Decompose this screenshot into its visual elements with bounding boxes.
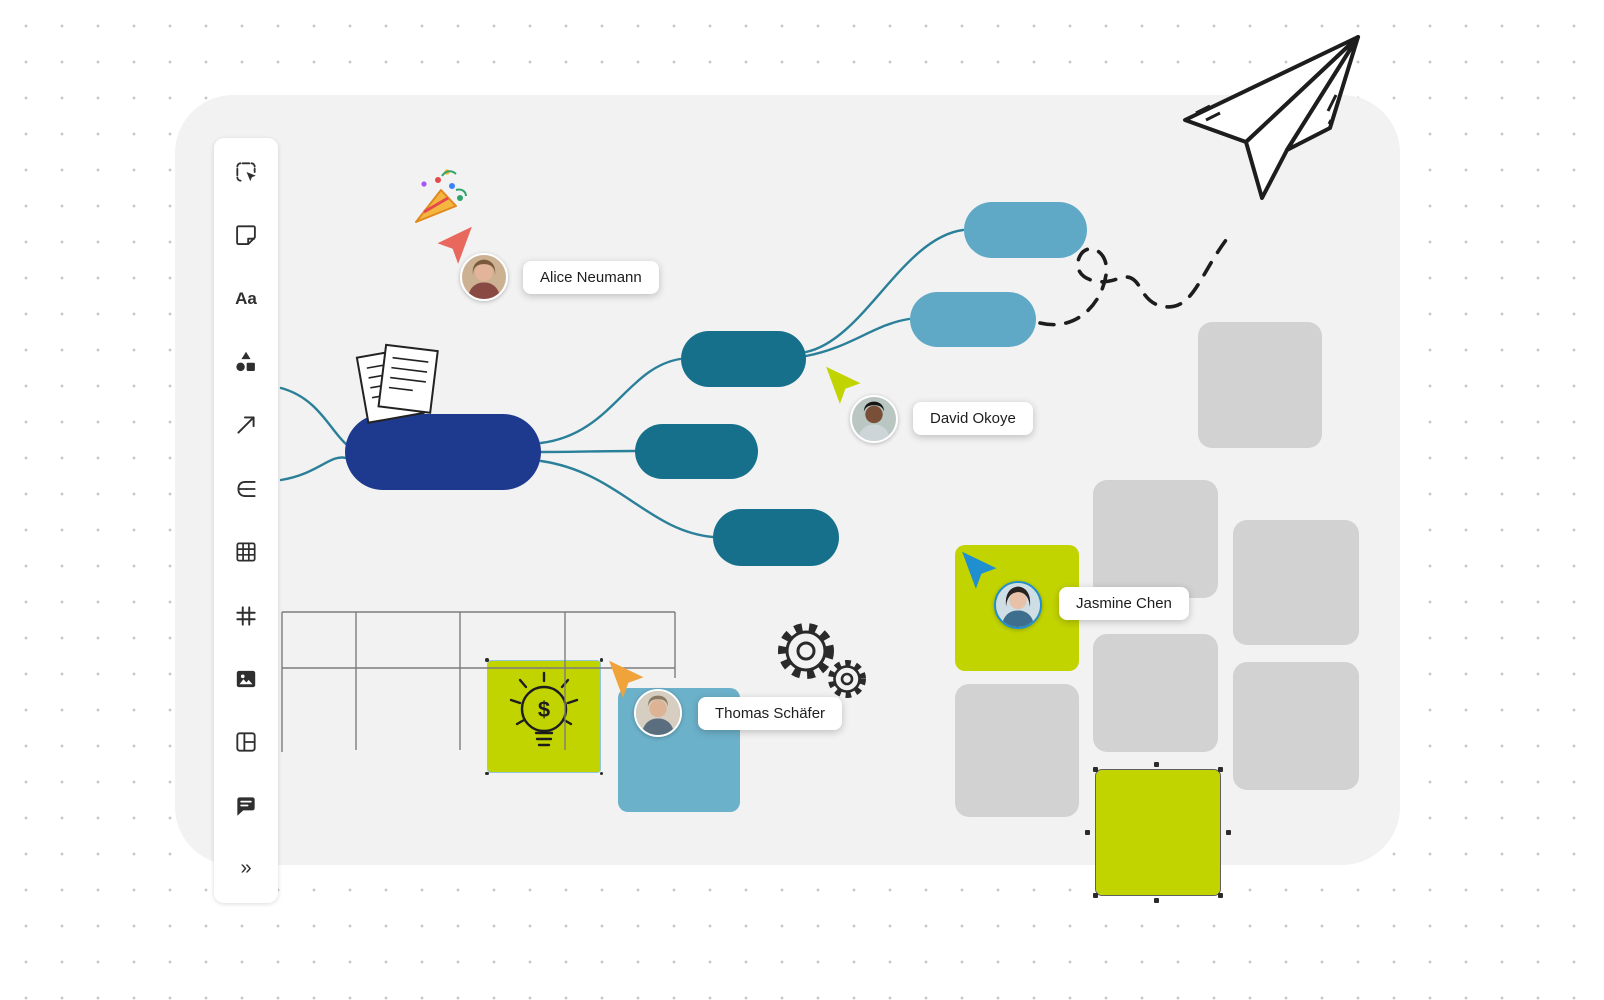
toolbar: Aa [214,138,278,903]
gray-card[interactable] [1233,662,1359,790]
selection-handle[interactable] [1218,767,1223,772]
mind-map-icon [237,480,256,497]
selection-handle[interactable] [1085,830,1090,835]
image-icon [236,670,256,687]
comment-tool[interactable] [224,786,268,826]
select-area-icon [236,162,256,182]
alice-avatar [460,253,508,301]
mindmap-branch-node[interactable] [681,331,806,387]
jasmine-cursor-icon [962,551,997,589]
selection-handle[interactable] [1093,893,1098,898]
thomas-cursor-icon [609,660,644,698]
green-sticky-note-lightbulb[interactable]: $ [485,658,603,775]
frame-icon [236,605,256,626]
connector-arrow-tool[interactable] [224,405,268,445]
layout-icon [236,732,256,752]
select-area-tool[interactable] [224,152,268,192]
gray-card[interactable] [1093,634,1218,752]
jasmine-avatar [994,581,1042,629]
alice-cursor-icon [437,226,472,264]
david-cursor-icon [826,366,861,404]
shapes-tool[interactable] [224,342,268,382]
frame-tool[interactable] [224,596,268,636]
mindmap-leaf-node[interactable] [910,292,1036,347]
text-tool-label: Aa [235,288,257,308]
shapes-icon [236,351,255,372]
selection-handle[interactable] [1218,893,1223,898]
mindmap-leaf-node[interactable] [964,202,1087,258]
david-avatar [850,395,898,443]
thomas-avatar [634,689,682,737]
selection-handle[interactable] [1154,762,1159,767]
mindmap-branch-node[interactable] [635,424,758,479]
table-icon [236,542,256,562]
text-tool[interactable]: Aa [224,279,268,319]
mindmap-branch-node[interactable] [713,509,839,566]
arrow-icon [237,416,255,434]
mindmap-root-node[interactable] [345,414,541,490]
david-name-tag: David Okoye [913,402,1033,435]
selection-handle[interactable] [1154,898,1159,903]
jasmine-name-tag: Jasmine Chen [1059,587,1189,620]
comment-icon [237,796,255,816]
gray-card[interactable] [1198,322,1322,448]
image-tool[interactable] [224,659,268,699]
gray-card[interactable] [955,684,1079,817]
thomas-name-tag: Thomas Schäfer [698,697,843,730]
collapse-toolbar-button[interactable]: » [224,849,268,889]
selection-handle[interactable] [1226,830,1231,835]
layout-tool[interactable] [224,722,268,762]
mind-map-tool[interactable] [224,469,268,509]
gray-card[interactable] [1093,480,1218,598]
dollar-symbol: $ [538,697,550,722]
lightbulb-doodle: $ [509,671,579,747]
selected-green-sticky-note[interactable] [1085,762,1231,903]
sticky-note-tool[interactable] [224,215,268,255]
chevrons-right-icon: » [240,857,252,880]
gray-card[interactable] [1233,520,1359,645]
alice-name-tag: Alice Neumann [523,261,659,294]
table-tool[interactable] [224,532,268,572]
sticky-note-icon [236,225,256,246]
selection-handle[interactable] [1093,767,1098,772]
